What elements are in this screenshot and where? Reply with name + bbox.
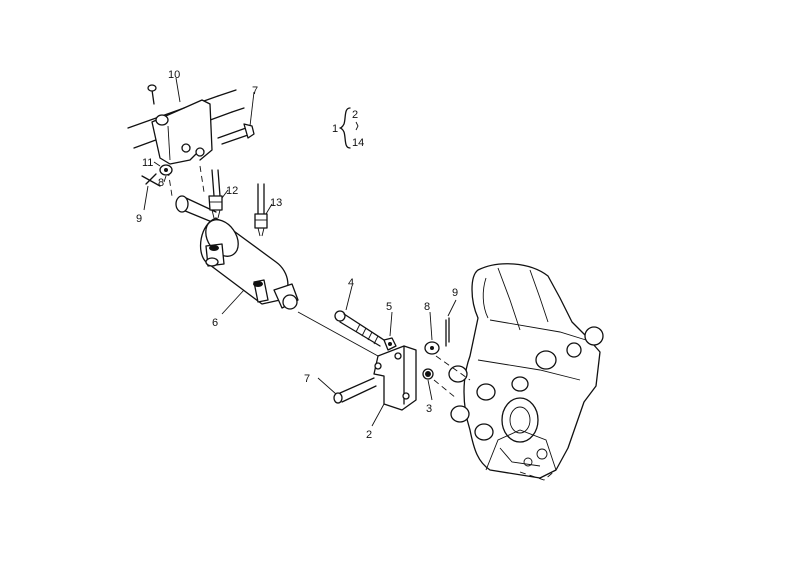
bolt-4 <box>334 310 385 347</box>
alignment-line <box>435 355 471 381</box>
legend-brace <box>339 107 351 149</box>
leader-lines <box>143 77 457 427</box>
callout-7-upper: 7 <box>252 85 258 97</box>
clutch-housing <box>448 263 604 481</box>
callout-13: 13 <box>270 197 282 209</box>
alignment-line <box>433 379 457 399</box>
callout-2: 2 <box>366 429 372 441</box>
legend-first-part: 2 <box>352 109 358 121</box>
nut-3 <box>422 368 434 380</box>
callout-8-lower: 8 <box>424 301 430 313</box>
hose-13 <box>254 183 268 237</box>
callout-10: 10 <box>168 69 180 81</box>
callout-5: 5 <box>386 301 392 313</box>
cotter-pin-lower <box>445 317 450 347</box>
washer-upper <box>159 164 173 176</box>
callout-6: 6 <box>212 317 218 329</box>
slave-cylinder <box>175 195 379 357</box>
washer-lower <box>424 341 440 355</box>
legend-last-part: 14 <box>352 137 364 149</box>
pin-upper <box>217 123 255 145</box>
callout-9-upper: 9 <box>136 213 142 225</box>
pin-lower <box>333 377 377 404</box>
legend-range-mark <box>355 121 359 131</box>
cotter-pin-upper <box>141 173 161 187</box>
callout-3: 3 <box>426 403 432 415</box>
hose-12 <box>208 169 223 219</box>
shaft-bracket-assembly <box>127 84 245 197</box>
callout-11: 11 <box>142 157 153 169</box>
callout-12: 12 <box>226 185 238 197</box>
bracket-2 <box>373 345 417 411</box>
callout-4: 4 <box>348 277 354 289</box>
callout-9-lower: 9 <box>452 287 458 299</box>
assembly-legend: 1 2 14 <box>332 107 364 149</box>
callout-8-upper: 8 <box>158 177 164 189</box>
nut-5 <box>383 337 397 351</box>
legend-assembly-number: 1 <box>332 123 338 135</box>
callout-7-lower: 7 <box>304 373 310 385</box>
